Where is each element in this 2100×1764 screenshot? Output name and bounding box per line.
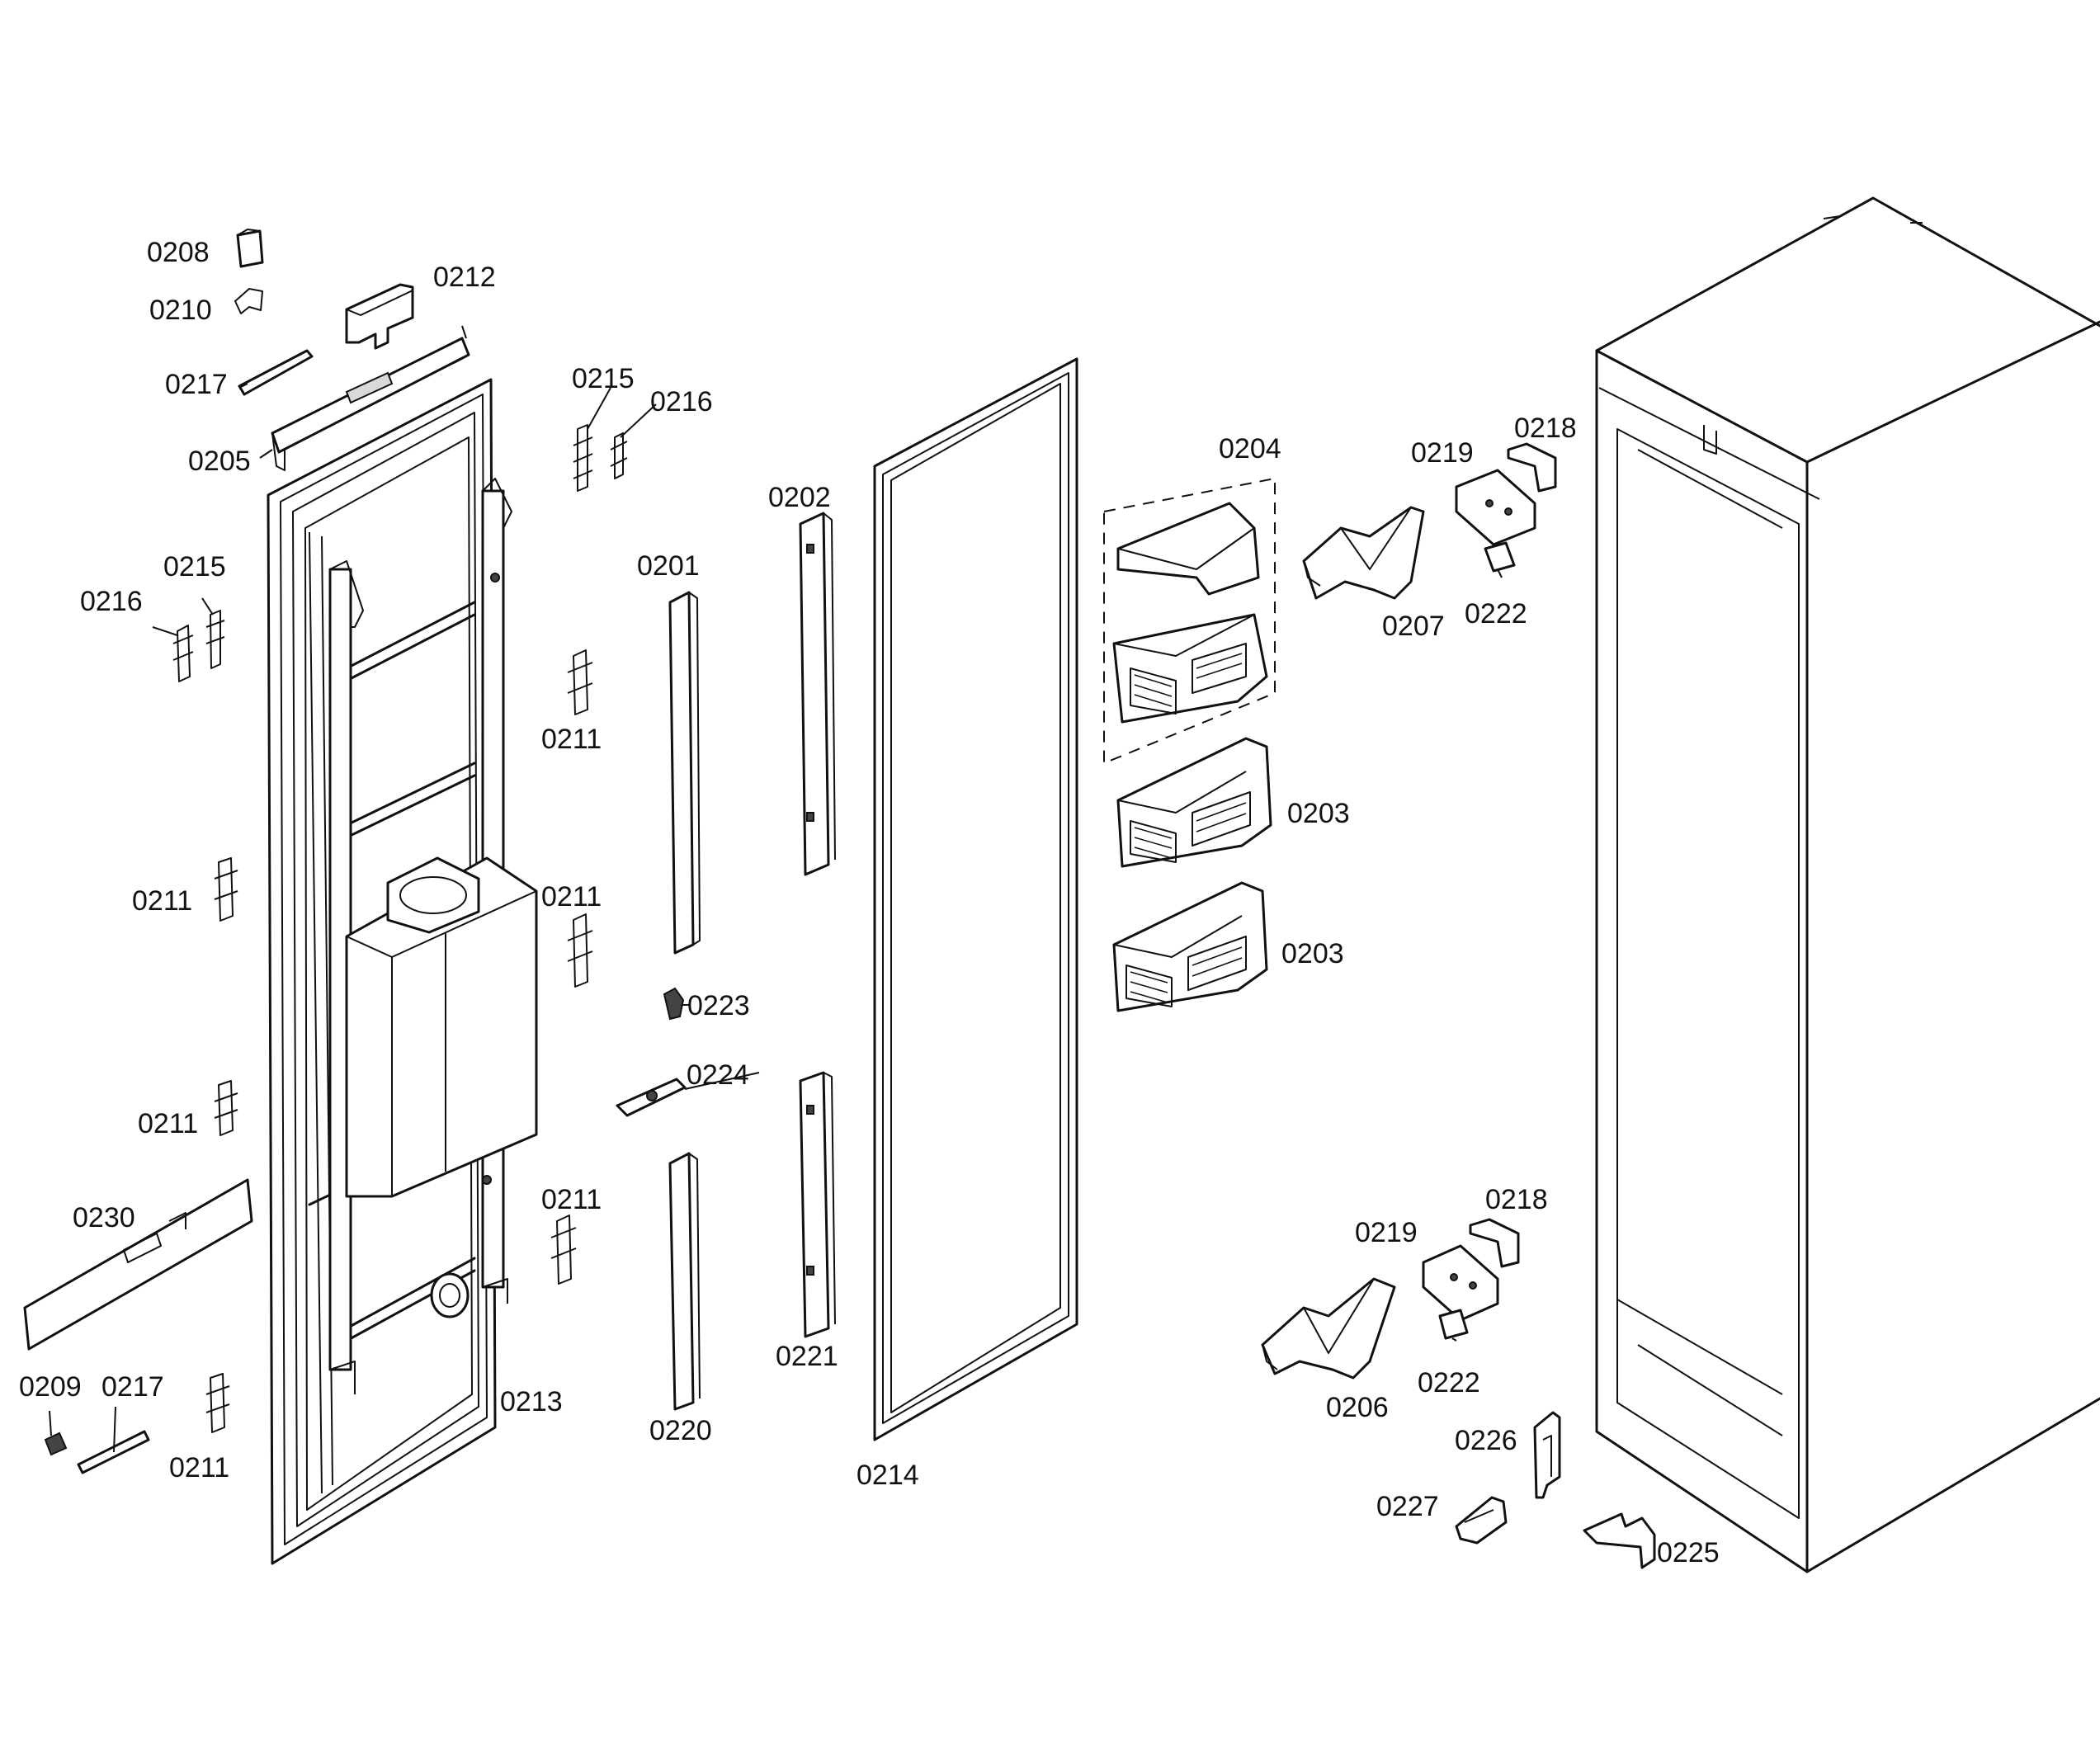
part-0224	[616, 1078, 687, 1117]
part-0209	[44, 1431, 68, 1456]
part-labels: 0208 0210 0212 0217 0205 0215 0216 0215 …	[19, 237, 1720, 1568]
label-0211-e: 0211	[541, 1184, 602, 1215]
label-0212: 0212	[433, 262, 496, 293]
part-0212	[345, 283, 414, 350]
door-assembly-0213	[267, 378, 538, 1565]
label-0216-left: 0216	[80, 586, 143, 617]
bracket-0219-bottom	[1422, 1244, 1499, 1322]
trim-0202	[799, 512, 836, 876]
label-0215-left: 0215	[163, 551, 226, 582]
part-0223	[663, 987, 685, 1021]
label-0222-bottom: 0222	[1418, 1367, 1480, 1398]
label-0211-b: 0211	[132, 885, 192, 917]
label-0201: 0201	[637, 550, 700, 582]
label-0205: 0205	[188, 446, 251, 477]
label-0206: 0206	[1326, 1392, 1389, 1423]
label-0219-top: 0219	[1411, 437, 1474, 469]
label-0209: 0209	[19, 1371, 82, 1403]
label-0202: 0202	[768, 482, 831, 513]
label-0211-f: 0211	[169, 1452, 229, 1483]
label-0203-a: 0203	[1287, 798, 1350, 829]
leader-lines	[49, 383, 1503, 1453]
label-0226: 0226	[1455, 1425, 1517, 1456]
hinge-0207	[1302, 506, 1425, 600]
label-0220: 0220	[649, 1415, 712, 1446]
label-0230: 0230	[73, 1202, 135, 1233]
label-0227: 0227	[1376, 1491, 1439, 1522]
label-0217-top: 0217	[165, 369, 228, 400]
label-0223: 0223	[687, 990, 750, 1021]
label-0214: 0214	[857, 1460, 919, 1491]
label-0211-d: 0211	[138, 1108, 198, 1139]
door-bin-assembly-0204	[1103, 477, 1276, 765]
part-0210	[234, 288, 263, 314]
bracket-0219-top	[1455, 469, 1536, 546]
label-0225: 0225	[1657, 1537, 1720, 1568]
trim-0201	[668, 591, 701, 955]
label-0218-top: 0218	[1514, 413, 1577, 444]
trim-0220	[668, 1152, 701, 1411]
bracket-0218-top	[1507, 442, 1557, 493]
label-0213: 0213	[500, 1386, 563, 1417]
label-0216-top: 0216	[650, 386, 713, 417]
door-gasket-0214	[873, 357, 1078, 1441]
part-0208	[236, 229, 264, 268]
label-0204: 0204	[1219, 433, 1281, 465]
part-0227	[1455, 1496, 1508, 1545]
part-0230-bracket	[23, 1178, 253, 1351]
label-0210: 0210	[149, 295, 212, 326]
label-0203-b: 0203	[1281, 938, 1344, 969]
part-0205-top-frame	[271, 325, 470, 471]
plate-0222-top	[1484, 541, 1516, 573]
label-0218-bottom: 0218	[1485, 1184, 1548, 1215]
label-0217-bottom: 0217	[101, 1371, 164, 1403]
label-0224: 0224	[687, 1059, 749, 1091]
part-0217-top	[238, 349, 314, 396]
label-0222-top: 0222	[1465, 598, 1527, 630]
part-0217-bottom	[77, 1430, 150, 1474]
label-0215-top: 0215	[572, 363, 635, 394]
bracket-0218-bottom	[1469, 1218, 1520, 1268]
label-0208: 0208	[147, 237, 210, 268]
label-0211-a: 0211	[541, 724, 602, 755]
hinge-bracket-group	[172, 424, 628, 1433]
label-0221: 0221	[776, 1341, 838, 1372]
hinge-0206	[1261, 1277, 1396, 1380]
door-bin-0203-lower	[1112, 881, 1268, 1012]
refrigerator-cabinet	[1595, 196, 2100, 1573]
part-0226	[1533, 1411, 1561, 1499]
trim-0221	[799, 1071, 836, 1338]
label-0207: 0207	[1382, 611, 1445, 642]
plate-0222-bottom	[1438, 1309, 1469, 1340]
door-bin-0203-upper	[1116, 737, 1272, 868]
label-0219-bottom: 0219	[1355, 1217, 1418, 1248]
label-0211-c: 0211	[541, 881, 602, 913]
part-0225	[1583, 1512, 1656, 1569]
